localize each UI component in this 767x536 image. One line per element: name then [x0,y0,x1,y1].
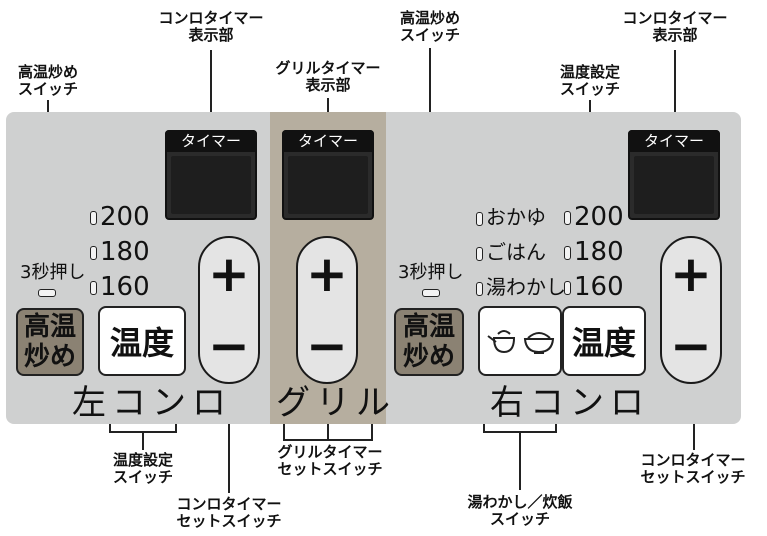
indicator-led [564,245,571,260]
left-hold-led [38,289,56,297]
left-temp-button[interactable]: 温度 [98,306,186,376]
button-label: 炒め [23,342,76,372]
rice-mode-label: 湯わかし [486,275,566,299]
temp-value: 180 [574,237,624,267]
temp-value: 200 [100,202,150,232]
timer-label: タイマー [628,130,720,152]
button-label: 温度 [571,324,636,362]
button-label: 高温 [402,312,455,342]
callout-right-timer-set: コンロタイマー セットスイッチ [640,451,746,486]
indicator-led [90,245,97,260]
indicator-led [476,211,483,226]
temp-value: 200 [574,202,624,232]
callout-right-timer-display: コンロタイマー 表示部 [622,9,728,44]
right-hold-label: 3秒押し [398,262,464,283]
callout-right-temp-setting: 温度設定 スイッチ [559,63,620,98]
right-hold-led [422,289,440,297]
rice-bowl-icon [523,332,555,354]
timer-label: タイマー [282,130,374,152]
right-timer-display: タイマー [628,130,720,220]
temp-value: 160 [100,272,150,302]
right-timer-minus-button[interactable]: − [670,317,712,375]
callout-left-timer-set: コンロタイマー セットスイッチ [176,495,282,530]
right-burner-label: 右コンロ [490,383,650,423]
left-burner-label: 左コンロ [72,383,232,423]
right-timer-plus-button[interactable]: + [670,245,712,303]
indicator-led [476,281,483,296]
grill-timer-minus-button[interactable]: − [306,317,348,375]
indicator-led [476,246,483,261]
left-timer-minus-button[interactable]: − [208,317,250,375]
right-temp-button[interactable]: 温度 [562,306,646,376]
button-label: 温度 [109,324,174,362]
right-timer-set-switch: + − [660,236,722,384]
indicator-led [90,210,97,225]
right-high-heat-button[interactable]: 高温 炒め [394,308,464,376]
right-temp-180: 180 [564,237,624,267]
rice-mode-yuwakashi: 湯わかし [476,272,566,302]
button-label: 高温 [23,312,76,342]
left-hold-label: 3秒押し [20,262,86,283]
timer-screen [288,156,368,214]
indicator-led [564,210,571,225]
right-temp-200: 200 [564,202,624,232]
callout-left-temp-setting: 温度設定 スイッチ [112,451,173,486]
rice-mode-label: ごはん [486,240,546,264]
button-label: 炒め [402,342,455,372]
grill-label: グリル [276,383,396,423]
rice-mode-label: おかゆ [486,205,546,229]
callout-grill-timer-set: グリルタイマー セットスイッチ [277,443,383,478]
indicator-led [564,280,571,295]
temp-value: 180 [100,237,150,267]
kettle-rice-button[interactable] [478,306,562,376]
grill-timer-plus-button[interactable]: + [306,245,348,303]
left-temp-180: 180 [90,237,150,267]
grill-timer-set-switch: + − [296,236,358,384]
callout-right-high-heat: 高温炒め スイッチ [399,9,460,44]
left-temp-160: 160 [90,272,150,302]
callout-left-timer-display: コンロタイマー 表示部 [158,9,264,44]
left-high-heat-button[interactable]: 高温 炒め [16,308,84,376]
callout-kettle-rice: 湯わかし／炊飯 スイッチ [467,493,573,528]
callout-left-high-heat: 高温炒め スイッチ [17,63,78,98]
callout-grill-timer-display: グリルタイマー 表示部 [275,59,381,94]
timer-screen [634,156,714,214]
left-timer-set-switch: + − [198,236,260,384]
left-timer-display: タイマー [165,130,257,220]
temp-value: 160 [574,272,624,302]
timer-label: タイマー [165,130,257,152]
timer-screen [171,156,251,214]
grill-timer-display: タイマー [282,130,374,220]
indicator-led [90,280,97,295]
left-temp-200: 200 [90,202,150,232]
rice-mode-okayu: おかゆ [476,202,546,232]
right-temp-160: 160 [564,272,624,302]
rice-mode-gohan: ごはん [476,237,546,267]
kettle-icon [487,330,516,354]
left-timer-plus-button[interactable]: + [208,245,250,303]
